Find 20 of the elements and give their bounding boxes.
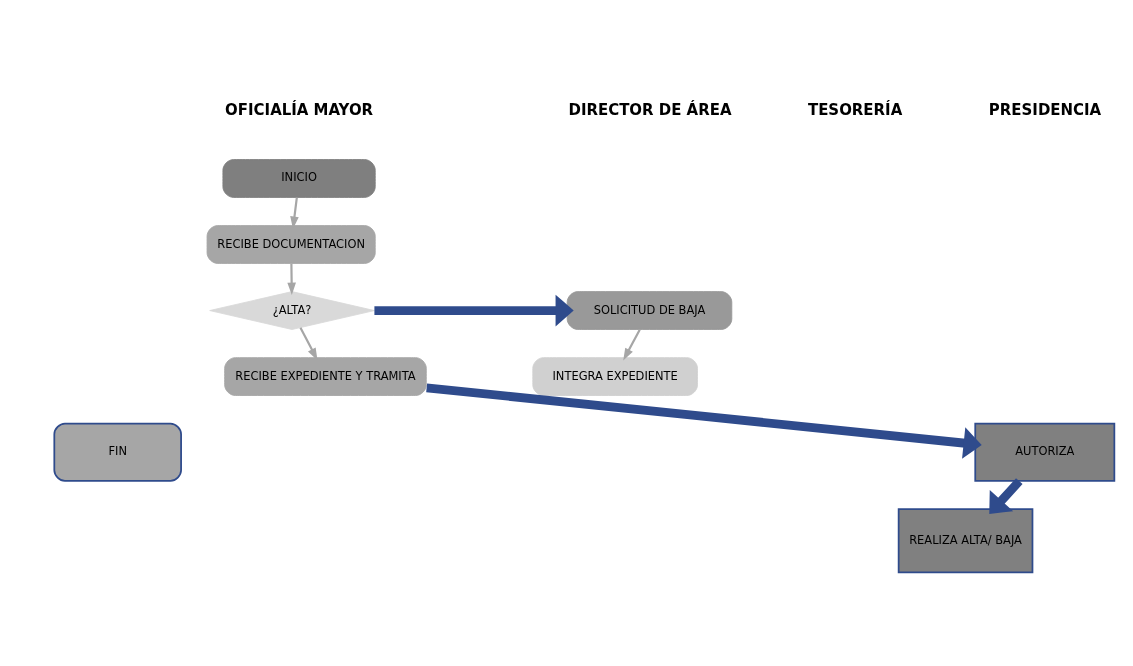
node-box: RECIBE EXPEDIENTE Y TRAMITA <box>224 357 427 396</box>
node-box: SOLICITUD DE BAJA <box>566 291 733 330</box>
node-box: INTEGRA EXPEDIENTE <box>532 357 698 396</box>
arrow <box>287 263 296 295</box>
arrow <box>299 327 318 361</box>
label: OFICIALÍA MAYOR <box>225 101 374 120</box>
arrow <box>989 478 1023 514</box>
label: DIRECTOR DE ÁREA <box>568 101 732 120</box>
arrow <box>623 329 641 361</box>
node-box: RECIBE DOCUMENTACION <box>206 225 376 264</box>
node-box: REALIZA ALTA/ BAJA <box>897 508 1034 574</box>
arrow <box>290 197 299 229</box>
node-box: AUTORIZA <box>974 422 1116 482</box>
arrow <box>426 383 982 459</box>
node-box: INICIO <box>222 159 376 198</box>
node-box: FIN <box>53 422 182 482</box>
arrow <box>374 294 574 327</box>
label: PRESIDENCIA <box>988 101 1102 120</box>
node-diamond: ¿ALTA? <box>209 291 375 330</box>
label: TESORERÍA <box>807 101 903 120</box>
